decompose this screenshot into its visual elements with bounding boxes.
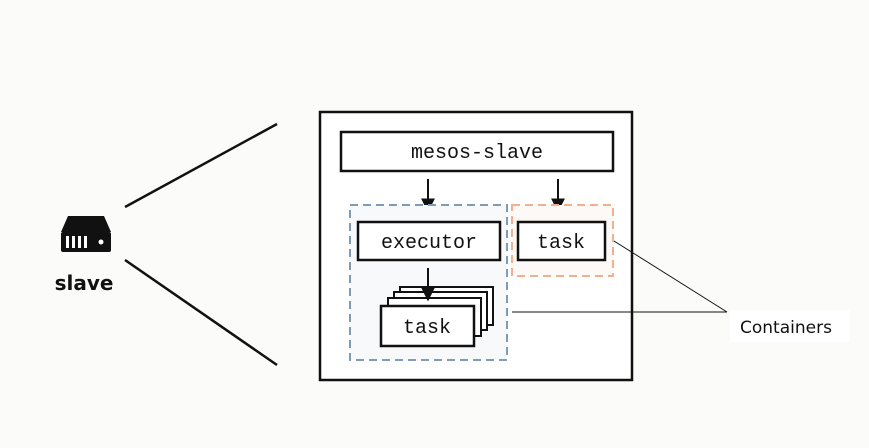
callout-line-task bbox=[613, 240, 728, 313]
executor-task-label: task bbox=[403, 317, 451, 340]
task-stack-front bbox=[379, 304, 476, 348]
executor-box bbox=[356, 220, 502, 262]
executor-label: executor bbox=[381, 232, 477, 255]
node-label: slave bbox=[55, 271, 114, 295]
zoom-line-upper bbox=[124, 122, 278, 209]
mesos-slave-box bbox=[339, 130, 615, 173]
standalone-task-label: task bbox=[537, 232, 585, 255]
containers-label: Containers bbox=[740, 318, 832, 338]
callout-label-background bbox=[730, 310, 850, 342]
zoom-line-lower bbox=[124, 258, 278, 367]
mesos-slave-label: mesos-slave bbox=[411, 142, 543, 165]
standalone-task-box bbox=[516, 220, 607, 262]
server-icon bbox=[61, 216, 111, 252]
task-stack: task bbox=[379, 286, 494, 348]
